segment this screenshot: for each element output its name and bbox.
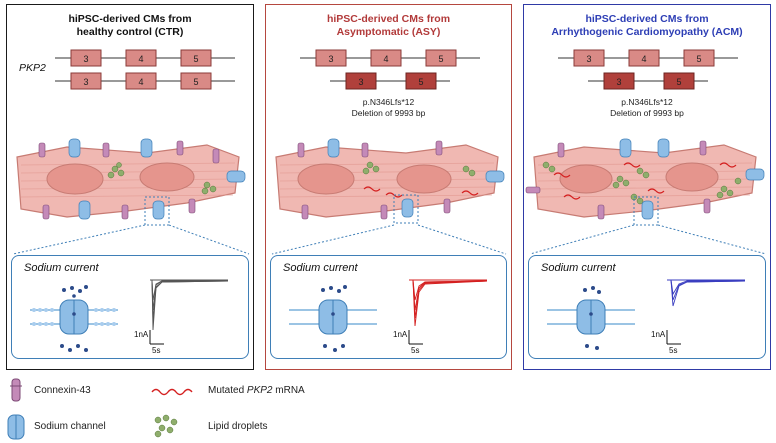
svg-text:3: 3 (358, 77, 363, 87)
sodium-channel-icons (68, 138, 246, 220)
legend-lipid-droplets: Lipid droplets (208, 421, 268, 432)
exon-5 (180, 49, 212, 67)
gene-label: PKP2 (19, 62, 46, 74)
exon-3 (70, 49, 102, 67)
cardiomyocyte-acm (525, 138, 765, 226)
gene-diagram-ctr: 3 4 5 3 4 5 (55, 49, 235, 90)
svg-text:4: 4 (138, 54, 143, 64)
panel-acm: hiPSC-derived CMs from Arrhythogenic Car… (523, 4, 771, 370)
exon-3-mutant (345, 72, 377, 90)
panel-asy: hiPSC-derived CMs from Asymptomatic (ASY… (265, 4, 512, 370)
scale-y-label: 1nA (651, 330, 666, 339)
svg-text:5: 5 (193, 77, 198, 87)
svg-text:4: 4 (641, 54, 646, 64)
current-trace-asy (408, 279, 488, 345)
svg-text:3: 3 (83, 54, 88, 64)
panel-title-asy: hiPSC-derived CMs from Asymptomatic (ASY… (326, 13, 451, 38)
panel-title-ctr: hiPSC-derived CMs from healthy control (… (68, 13, 192, 38)
membrane-channel-icon (547, 286, 635, 350)
svg-text:4: 4 (138, 77, 143, 87)
sodium-current-inset-ctr: Sodium current (11, 255, 249, 359)
scale-x-label: 5s (411, 346, 420, 355)
inset-title: Sodium current (24, 262, 99, 274)
svg-text:5: 5 (418, 77, 423, 87)
scale-x-label: 5s (152, 346, 161, 355)
svg-text:3: 3 (83, 77, 88, 87)
exon-4 (125, 49, 157, 67)
svg-text:4: 4 (383, 54, 388, 64)
svg-text:3: 3 (328, 54, 333, 64)
sodium-channel-legend-icon (7, 414, 25, 440)
panel-ctr: hiPSC-derived CMs from healthy control (… (6, 4, 254, 370)
legend-sodium-channel: Sodium channel (34, 421, 106, 432)
inset-title: Sodium current (541, 262, 616, 274)
zoom-lines-asy (271, 224, 507, 255)
svg-text:5: 5 (696, 54, 701, 64)
svg-text:5: 5 (438, 54, 443, 64)
svg-text:3: 3 (586, 54, 591, 64)
gene-diagram-asy: 3 4 5 3 5 (300, 49, 480, 90)
membrane-channel-icon (289, 285, 377, 352)
scale-y-label: 1nA (134, 330, 149, 339)
exon-5-mutant (405, 72, 437, 90)
current-trace-acm (666, 279, 746, 345)
lipid-droplet-legend-icon (154, 414, 178, 438)
scale-y-label: 1nA (393, 330, 408, 339)
sodium-current-inset-acm: Sodium current 1nA 5s (528, 255, 766, 359)
mutation-label-acm: p.N346Lfs*12 Deletion of 9993 bp (610, 97, 684, 118)
panel-title-acm: hiPSC-derived CMs from Arrhythogenic Car… (551, 13, 743, 38)
mrna-legend-icon (151, 388, 193, 396)
zoom-lines-ctr (12, 224, 250, 255)
mutation-label-asy: p.N346Lfs*12 Deletion of 9993 bp (351, 97, 426, 118)
svg-text:5: 5 (676, 77, 681, 87)
svg-text:3: 3 (616, 77, 621, 87)
cardiomyocyte-ctr (16, 138, 246, 226)
sodium-current-inset-asy: Sodium current 1nA 5s (270, 255, 507, 359)
legend-mrna: Mutated PKP2 mRNA (208, 385, 305, 396)
legend-connexin: Connexin-43 (34, 385, 91, 396)
gene-diagram-acm: 3 4 5 3 5 (558, 49, 738, 90)
membrane-channel-icon (30, 285, 118, 352)
current-trace-ctr (149, 279, 229, 345)
zoom-lines-acm (529, 224, 767, 255)
scale-x-label: 5s (669, 346, 678, 355)
svg-text:5: 5 (193, 54, 198, 64)
cardiomyocyte-asy (275, 138, 505, 224)
connexin-legend-icon (10, 378, 22, 402)
connexin-icons (38, 140, 220, 220)
inset-title: Sodium current (283, 262, 358, 274)
